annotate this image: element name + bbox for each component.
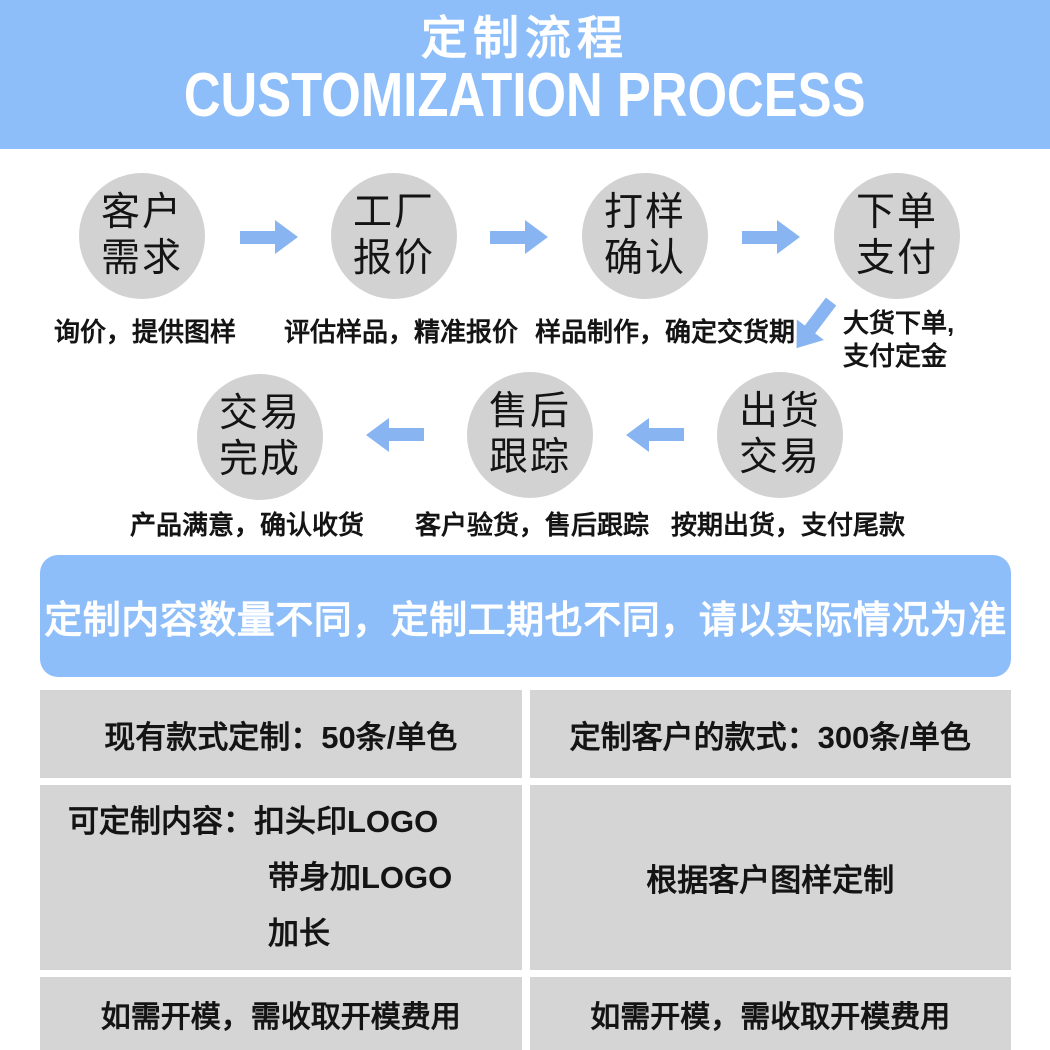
page-subtitle: CUSTOMIZATION PROCESS	[184, 60, 866, 130]
arrow-shaft	[240, 231, 278, 244]
step-label-line: 出货	[738, 389, 821, 433]
arrow-shaft	[742, 231, 780, 244]
table-cell-mold-fee-right: 如需开模，需收取开模费用	[529, 977, 1011, 1050]
table-cell-existing-style-moq: 现有款式定制：50条/单色	[40, 690, 522, 778]
arrow-shaft	[386, 428, 424, 441]
flow-step-order-payment: 下单 支付	[834, 173, 960, 299]
customizable-content-item: 带身加LOGO	[268, 859, 453, 895]
arrow-shaft	[490, 231, 528, 244]
caption-line: 大货下单,	[843, 308, 955, 338]
flow-step-sample-confirm: 打样 确认	[582, 173, 708, 299]
flow-caption-order-payment: 大货下单, 支付定金	[843, 307, 954, 374]
step-label-line: 下单	[855, 190, 938, 234]
customization-table: 现有款式定制：50条/单色 定制客户的款式：300条/单色 可定制内容：扣头印L…	[40, 690, 1011, 1050]
step-label-line: 客户	[100, 190, 183, 234]
table-cell-customizable-content: 可定制内容：扣头印LOGO 带身加LOGO 加长	[40, 785, 522, 970]
step-label-line: 跟踪	[488, 436, 571, 479]
arrow-left-icon	[366, 418, 424, 452]
arrow-head	[777, 220, 800, 254]
table-cell-per-customer-drawing: 根据客户图样定制	[529, 785, 1011, 970]
flow-step-after-sales-tracking: 售后 跟踪	[467, 372, 593, 498]
arrow-right-icon	[742, 220, 800, 254]
flow-caption-customer-needs: 询价，提供图样	[53, 317, 236, 347]
customizable-content-item: 扣头印LOGO	[254, 803, 439, 839]
flow-caption-sample-confirm: 样品制作，确定交货期	[534, 317, 795, 347]
table-cell-custom-style-moq: 定制客户的款式：300条/单色	[529, 690, 1011, 778]
arrow-head	[366, 418, 389, 452]
caption-line: 支付定金	[843, 341, 948, 372]
flow-step-transaction-complete: 交易 完成	[197, 374, 323, 500]
step-label-line: 售后	[488, 389, 571, 433]
flow-caption-transaction-complete: 产品满意，确认收货	[130, 510, 365, 540]
arrow-head	[275, 220, 298, 254]
page-title: 定制流程	[421, 12, 629, 64]
header-band: 定制流程 CUSTOMIZATION PROCESS	[0, 0, 1050, 149]
flow-caption-shipment-transaction: 按期出货，支付尾款	[671, 510, 906, 540]
customizable-content-label: 可定制内容：	[68, 803, 254, 839]
notice-banner: 定制内容数量不同，定制工期也不同，请以实际情况为准	[40, 555, 1011, 677]
arrow-right-icon	[490, 220, 548, 254]
step-label-line: 支付	[855, 237, 938, 280]
arrow-shaft	[646, 428, 684, 441]
step-label-line: 报价	[352, 237, 435, 280]
step-label-line: 打样	[603, 190, 686, 234]
table-cell-mold-fee-left: 如需开模，需收取开模费用	[40, 977, 522, 1050]
customizable-content-line: 可定制内容：扣头印LOGO	[68, 794, 438, 850]
arrow-left-icon	[626, 418, 684, 452]
step-label-line: 完成	[218, 438, 301, 481]
flow-caption-factory-quote: 评估样品，精准报价	[284, 317, 519, 347]
flow-step-shipment-transaction: 出货 交易	[717, 372, 843, 498]
notice-text: 定制内容数量不同，定制工期也不同，请以实际情况为准	[44, 599, 1007, 642]
step-label-line: 交易	[218, 391, 301, 435]
step-label-line: 交易	[738, 436, 821, 479]
step-label-line: 需求	[100, 237, 183, 280]
flow-caption-after-sales-tracking: 客户验货，售后跟踪	[415, 510, 650, 540]
flow-step-factory-quote: 工厂 报价	[331, 173, 457, 299]
step-label-line: 确认	[603, 237, 686, 280]
flow-step-customer-needs: 客户 需求	[79, 173, 205, 299]
arrow-head	[626, 418, 649, 452]
step-label-line: 工厂	[352, 190, 435, 234]
arrow-right-icon	[240, 220, 298, 254]
arrow-head	[525, 220, 548, 254]
customizable-content-item: 加长	[268, 915, 330, 951]
